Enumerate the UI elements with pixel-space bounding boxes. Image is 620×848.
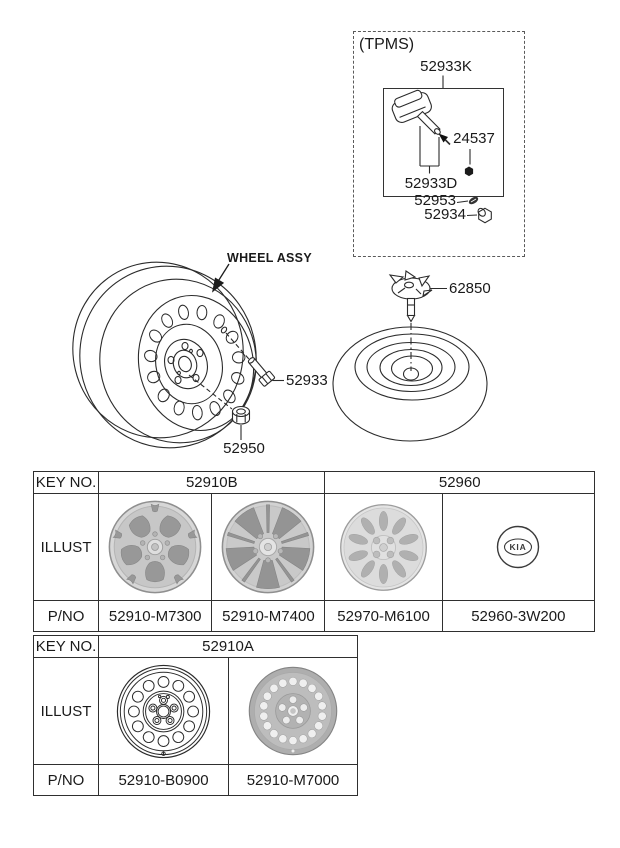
pno-cell-3[interactable]: 52970-M6100 (324, 600, 443, 632)
wheel-nut-drawing (188, 374, 251, 440)
steel-wheel-b0900-illustration (116, 664, 211, 758)
illust-cell-kia-cap: KIA (441, 493, 596, 601)
alloy-wheel-m7400-illustration (222, 500, 315, 594)
valve-core-drawing (456, 196, 479, 205)
pno-cell-4[interactable]: 52960-3W200 (441, 600, 596, 632)
spare-tire-drawing (332, 326, 488, 442)
pno-cell-1[interactable]: 52910-B0900 (98, 764, 229, 796)
kia-logo-text: KIA (510, 542, 527, 552)
parts-diagram-canvas (72, 75, 492, 449)
alloy-wheel-m7300-illustration (108, 500, 202, 594)
pno-header: P/NO (33, 764, 99, 796)
key-no-value-52910B[interactable]: 52910B (98, 471, 326, 494)
illust-cell-b0900 (98, 657, 229, 765)
pno-cell-2[interactable]: 52910-M7400 (211, 600, 326, 632)
part-label-52933K[interactable]: 52933K (420, 58, 472, 75)
illust-cell-m7400 (211, 493, 326, 601)
valve-cap-drawing (466, 207, 492, 224)
steel-wheel-m7000-illustration (248, 666, 338, 756)
illust-cell-m7000 (228, 657, 358, 765)
key-no-header: KEY NO. (32, 471, 100, 494)
illust-cell-m6100 (324, 493, 443, 601)
key-no-value-52960[interactable]: 52960 (324, 471, 595, 494)
valve-stem-drawing (225, 332, 284, 387)
key-no-header: KEY NO. (33, 635, 99, 658)
part-label-52953[interactable]: 52953 (414, 192, 456, 209)
part-label-52934[interactable]: 52934 (424, 206, 466, 223)
tpms-sensor-drawing (391, 75, 451, 174)
illust-header: ILLUST (32, 493, 100, 601)
illust-header: ILLUST (33, 657, 99, 765)
tpms-dashed-box (353, 31, 525, 257)
wheel-assy-drawing (72, 261, 257, 449)
part-label-52933D[interactable]: 52933D (404, 175, 458, 192)
parts-table-primary: KEY NO. 52910B 52960 ILLUST (32, 471, 596, 632)
wheel-assy-arrow (212, 263, 230, 293)
part-label-24537[interactable]: 24537 (453, 130, 495, 147)
tpms-kit-box (383, 88, 504, 197)
tpms-section-title: (TPMS) (359, 36, 415, 53)
wheel-cover-m6100-illustration (340, 503, 428, 591)
kia-center-cap-illustration: KIA (497, 525, 540, 569)
part-label-52950[interactable]: 52950 (223, 440, 265, 457)
parts-table-steel: KEY NO. 52910A ILLUST (33, 635, 358, 796)
wheel-assy-label: WHEEL ASSY (227, 251, 312, 265)
tpms-screw-drawing (464, 149, 474, 177)
spare-clamp-drawing (388, 270, 447, 371)
illust-cell-m7300 (98, 493, 213, 601)
pno-cell-1[interactable]: 52910-M7300 (98, 600, 213, 632)
pno-cell-2[interactable]: 52910-M7000 (228, 764, 358, 796)
pno-header: P/NO (32, 600, 100, 632)
part-label-62850[interactable]: 62850 (449, 280, 491, 297)
key-no-value-52910A[interactable]: 52910A (98, 635, 358, 658)
part-label-52933[interactable]: 52933 (286, 372, 328, 389)
